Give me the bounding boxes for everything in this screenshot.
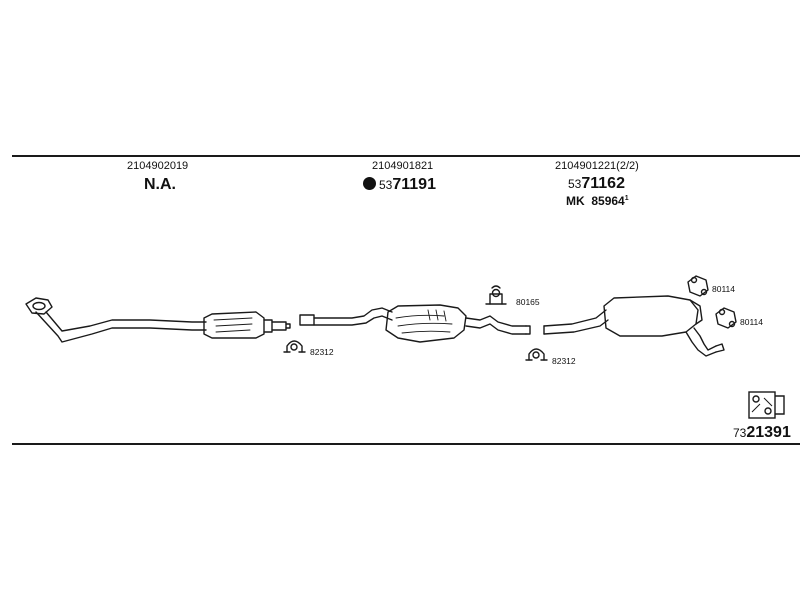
clamp-2-part-number: 82312 [552, 356, 576, 366]
section-2-code-prefix: 53 [379, 178, 393, 192]
center-silencer-drawing [385, 304, 467, 343]
section-2-code: 5371191 [363, 176, 436, 194]
top-divider [12, 155, 800, 157]
mount-2-part-number: 80114 [740, 317, 764, 327]
kit-code-prefix: 73 [733, 426, 747, 440]
section-1-part-number: 2104902019 [127, 160, 189, 172]
section-3-code-prefix: 53 [568, 177, 582, 191]
middle-pipe-drawing [299, 307, 393, 326]
bullet-dot-icon [363, 177, 376, 190]
rear-silencer-drawing [603, 295, 725, 357]
clamp-icon [283, 340, 306, 353]
mount-1-part-number: 80114 [712, 284, 736, 294]
clamp-icon [525, 348, 548, 361]
rubber-mount-icon [715, 307, 737, 329]
section-3-code-main: 71162 [581, 175, 625, 192]
mk-value: 85964 [591, 194, 625, 208]
section-1-code: N.A. [144, 176, 176, 193]
bottom-divider [12, 443, 800, 445]
kit-code: 7321391 [733, 424, 791, 442]
front-pipe-drawing [25, 297, 207, 343]
hanger-part-number: 80165 [516, 297, 540, 307]
rubber-hanger-icon [485, 285, 507, 305]
rubber-mount-icon [687, 275, 709, 297]
section-3-code: 5371162 [568, 175, 625, 193]
section-2-code-main: 71191 [392, 176, 436, 193]
section-3-part-number: 2104901221(2/2) [555, 160, 639, 172]
kit-code-main: 21391 [746, 424, 791, 441]
catalytic-converter-drawing [203, 311, 291, 339]
mk-label: MK [566, 194, 585, 208]
section-2-part-number: 2104901821 [372, 160, 434, 172]
fitting-kit-icon [748, 391, 785, 419]
clamp-1-part-number: 82312 [310, 347, 334, 357]
intermediate-pipe-drawing [465, 309, 609, 335]
section-3-mk-reference: MK 859641 [566, 194, 629, 208]
mk-superscript: 1 [624, 195, 629, 202]
